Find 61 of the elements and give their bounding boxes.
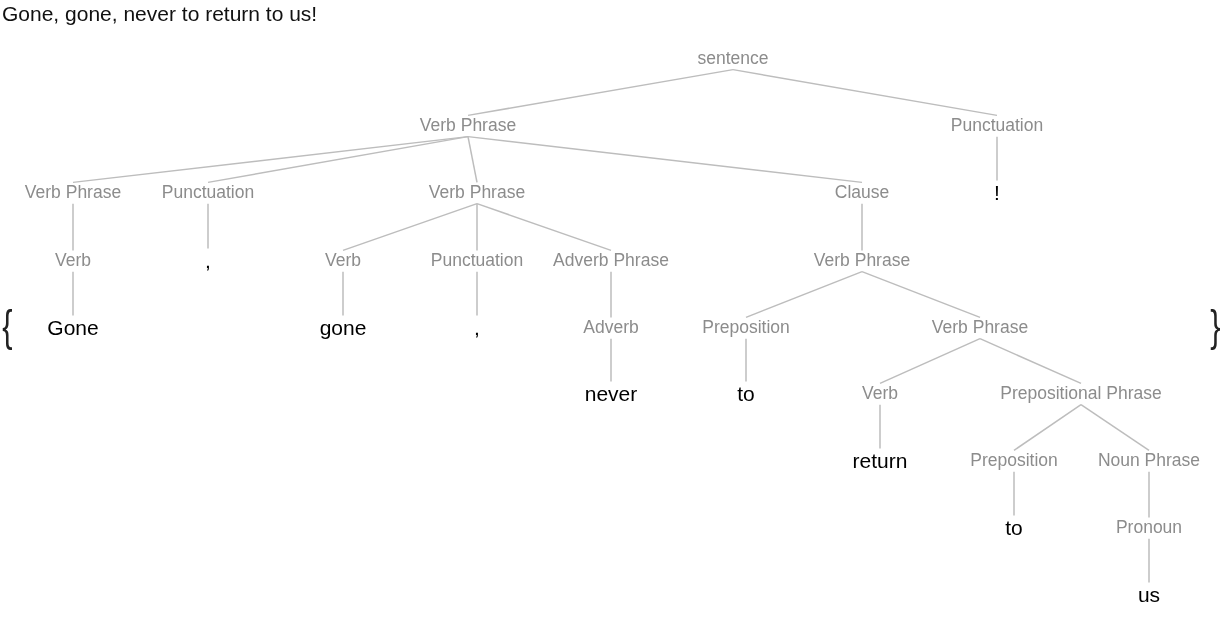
phrase-label: Verb Phrase: [929, 317, 1031, 339]
word: to: [1003, 515, 1025, 541]
tree-branch: [72, 202, 74, 252]
word: us: [1135, 582, 1163, 608]
phrase-label: Adverb: [581, 317, 641, 339]
brace: }: [1210, 304, 1221, 348]
word: Gone: [45, 315, 101, 341]
tree-branch: [467, 68, 734, 117]
word: ,: [472, 315, 482, 341]
tree-branch: [1148, 470, 1150, 519]
phrase-label: Punctuation: [428, 250, 526, 272]
tree-branch: [879, 337, 981, 385]
tree-branch: [861, 202, 863, 252]
tree-branch: [1148, 537, 1150, 584]
phrase-label: Verb Phrase: [426, 182, 528, 204]
phrase-label: Punctuation: [159, 182, 257, 204]
tree-branch: [207, 135, 469, 184]
phrase-label: Punctuation: [948, 115, 1046, 137]
tree-branch: [996, 135, 998, 182]
phrase-label: Verb: [860, 383, 900, 405]
tree-branch: [610, 270, 612, 319]
tree-branch: [1080, 403, 1150, 452]
tree-branch: [879, 403, 881, 450]
tree-branch: [1013, 470, 1015, 517]
phrase-label: Preposition: [968, 450, 1060, 472]
tree-branch: [467, 135, 863, 184]
sentence-title: Gone, gone, never to return to us!: [2, 2, 318, 26]
tree-branch: [745, 270, 863, 319]
word: !: [992, 180, 1002, 206]
phrase-label: Prepositional Phrase: [998, 383, 1164, 405]
brace: {: [2, 304, 13, 348]
tree-branch: [745, 337, 747, 383]
phrase-label: sentence: [695, 48, 771, 70]
tree-branch: [476, 270, 478, 317]
tree-branch: [861, 270, 981, 319]
tree-branch: [1013, 403, 1082, 452]
phrase-label: Adverb Phrase: [551, 250, 671, 272]
word: return: [850, 448, 910, 474]
word: never: [582, 381, 640, 407]
phrase-label: Noun Phrase: [1095, 450, 1203, 472]
phrase-label: Preposition: [700, 317, 792, 339]
tree-branch: [476, 202, 478, 252]
word: to: [735, 381, 757, 407]
tree-branch: [732, 68, 998, 117]
tree-branch: [207, 202, 209, 250]
tree-branch: [342, 270, 344, 317]
tree-branch: [342, 202, 478, 252]
phrase-label: Verb: [53, 250, 93, 272]
tree-branch: [72, 270, 74, 317]
phrase-label: Verb: [323, 250, 363, 272]
word: ,: [203, 248, 213, 274]
tree-branch: [610, 337, 612, 383]
phrase-label: Verb Phrase: [811, 250, 913, 272]
phrase-label: Clause: [832, 182, 892, 204]
phrase-label: Pronoun: [1113, 517, 1185, 539]
phrase-label: Verb Phrase: [22, 182, 124, 204]
phrase-label: Verb Phrase: [417, 115, 519, 137]
tree-branch: [979, 337, 1082, 385]
tree-branch: [467, 135, 478, 184]
tree-branch: [476, 202, 612, 252]
word: gone: [317, 315, 369, 341]
